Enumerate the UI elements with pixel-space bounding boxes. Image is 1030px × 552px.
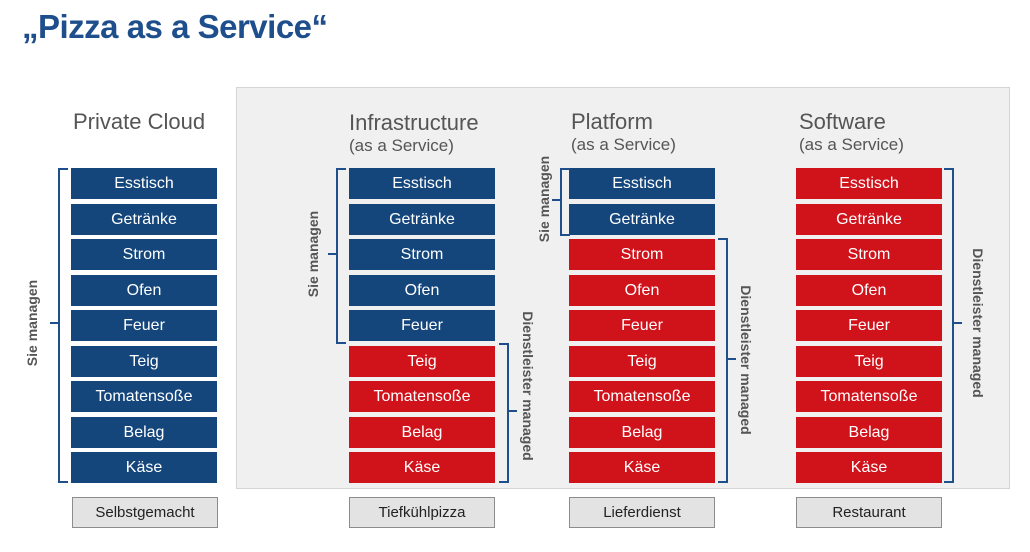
- layer-paas-getraenke: Getränke: [569, 204, 715, 235]
- layer-saas-belag: Belag: [796, 417, 942, 448]
- layer-saas-getraenke: Getränke: [796, 204, 942, 235]
- column-title-iaas: Infrastructure: [349, 110, 479, 135]
- column-title-paas: Platform: [571, 109, 653, 134]
- bracket-private-you: [58, 168, 68, 483]
- layer-private-cloud-ofen: Ofen: [71, 275, 217, 306]
- column-title-private-cloud: Private Cloud: [73, 109, 206, 134]
- layer-iaas-feuer: Feuer: [349, 310, 495, 341]
- layer-paas-kaese: Käse: [569, 452, 715, 483]
- layer-paas-ofen: Ofen: [569, 275, 715, 306]
- bracket-tick-iaas-provider: [509, 410, 517, 412]
- layer-paas-esstisch: Esstisch: [569, 168, 715, 199]
- layer-private-cloud-belag: Belag: [71, 417, 217, 448]
- bracket-tick-paas-you: [552, 199, 560, 201]
- layer-paas-teig: Teig: [569, 346, 715, 377]
- layer-paas-strom: Strom: [569, 239, 715, 270]
- layer-paas-tomatensosse: Tomatensoße: [569, 381, 715, 412]
- layer-iaas-belag: Belag: [349, 417, 495, 448]
- layer-saas-kaese: Käse: [796, 452, 942, 483]
- layer-private-cloud-kaese: Käse: [71, 452, 217, 483]
- footer-tiefkuehlpizza: Tiefkühlpizza: [349, 497, 495, 528]
- layer-private-cloud-strom: Strom: [71, 239, 217, 270]
- layer-iaas-tomatensosse: Tomatensoße: [349, 381, 495, 412]
- footer-selbstgemacht: Selbstgemacht: [72, 497, 218, 528]
- layer-private-cloud-esstisch: Esstisch: [71, 168, 217, 199]
- footer-restaurant: Restaurant: [796, 497, 942, 528]
- layer-paas-feuer: Feuer: [569, 310, 715, 341]
- label-iaas-provider-managed: Dienstleister managed: [520, 311, 536, 461]
- label-iaas-you-manage: Sie managen: [305, 210, 321, 298]
- layer-iaas-strom: Strom: [349, 239, 495, 270]
- label-paas-you-manage: Sie managen: [536, 155, 552, 243]
- column-subtitle-iaas: (as a Service): [349, 136, 454, 155]
- bracket-tick-paas-provider: [728, 358, 736, 360]
- layer-saas-teig: Teig: [796, 346, 942, 377]
- column-title-saas: Software: [799, 109, 886, 134]
- footer-lieferdienst: Lieferdienst: [569, 497, 715, 528]
- bracket-paas-you: [560, 168, 570, 236]
- layer-saas-tomatensosse: Tomatensoße: [796, 381, 942, 412]
- layer-saas-feuer: Feuer: [796, 310, 942, 341]
- label-private-you-manage: Sie managen: [24, 279, 40, 367]
- bracket-iaas-provider: [499, 343, 509, 483]
- column-subtitle-paas: (as a Service): [571, 135, 676, 154]
- bracket-paas-provider: [718, 238, 728, 483]
- layer-iaas-kaese: Käse: [349, 452, 495, 483]
- layer-iaas-esstisch: Esstisch: [349, 168, 495, 199]
- layer-saas-esstisch: Esstisch: [796, 168, 942, 199]
- label-saas-provider-managed: Dienstleister managed: [970, 248, 986, 398]
- bracket-tick-saas-provider: [954, 322, 962, 324]
- page-title: „Pizza as a Service“: [22, 8, 328, 45]
- layer-iaas-teig: Teig: [349, 346, 495, 377]
- layer-iaas-ofen: Ofen: [349, 275, 495, 306]
- layer-private-cloud-teig: Teig: [71, 346, 217, 377]
- bracket-saas-provider: [944, 168, 954, 483]
- layer-saas-strom: Strom: [796, 239, 942, 270]
- layer-private-cloud-getraenke: Getränke: [71, 204, 217, 235]
- layer-saas-ofen: Ofen: [796, 275, 942, 306]
- layer-paas-belag: Belag: [569, 417, 715, 448]
- label-paas-provider-managed: Dienstleister managed: [738, 285, 754, 435]
- bracket-tick-private: [50, 322, 58, 324]
- column-subtitle-saas: (as a Service): [799, 135, 904, 154]
- layer-iaas-getraenke: Getränke: [349, 204, 495, 235]
- bracket-tick-iaas-you: [328, 253, 336, 255]
- bracket-iaas-you: [336, 168, 346, 344]
- layer-private-cloud-feuer: Feuer: [71, 310, 217, 341]
- layer-private-cloud-tomatensosse: Tomatensoße: [71, 381, 217, 412]
